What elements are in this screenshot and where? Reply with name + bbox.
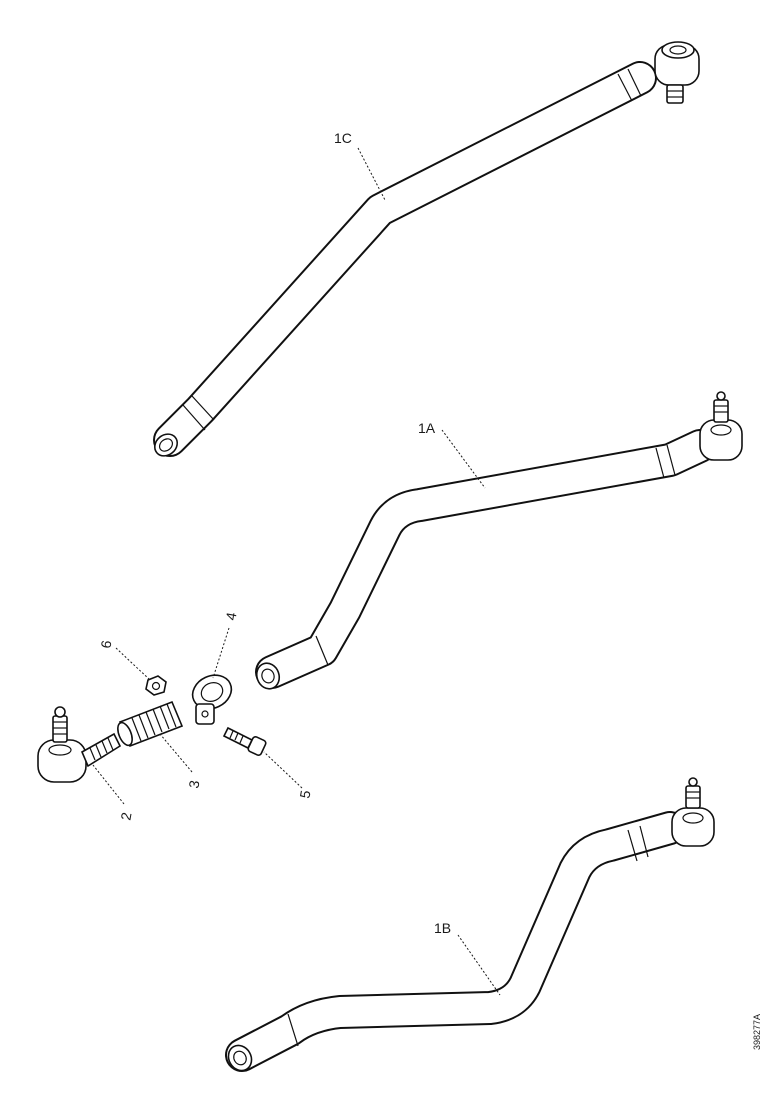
tie-rod-1a bbox=[255, 429, 717, 690]
label-1c: 1C bbox=[334, 130, 352, 146]
tie-rod-1b bbox=[225, 811, 687, 1072]
label-5: 5 bbox=[296, 789, 313, 800]
ball-joint-1c bbox=[654, 41, 700, 104]
tie-rod-1c bbox=[153, 61, 657, 457]
part-6-nut bbox=[145, 675, 167, 696]
label-6: 6 bbox=[97, 639, 114, 650]
label-2: 2 bbox=[117, 811, 134, 822]
label-3: 3 bbox=[185, 779, 202, 790]
label-4: 4 bbox=[222, 611, 239, 622]
part-4-clamp bbox=[191, 674, 233, 725]
part-2-tie-rod-end bbox=[37, 706, 122, 783]
part-3-threaded-sleeve bbox=[117, 700, 184, 748]
reference-code: 398277A bbox=[752, 1013, 762, 1050]
ball-joint-1a bbox=[699, 391, 743, 461]
label-1b: 1B bbox=[434, 920, 451, 936]
ball-joint-1b bbox=[671, 777, 715, 847]
leader-lines bbox=[92, 147, 501, 996]
part-5-bolt bbox=[222, 726, 267, 757]
label-1a: 1A bbox=[418, 420, 436, 436]
